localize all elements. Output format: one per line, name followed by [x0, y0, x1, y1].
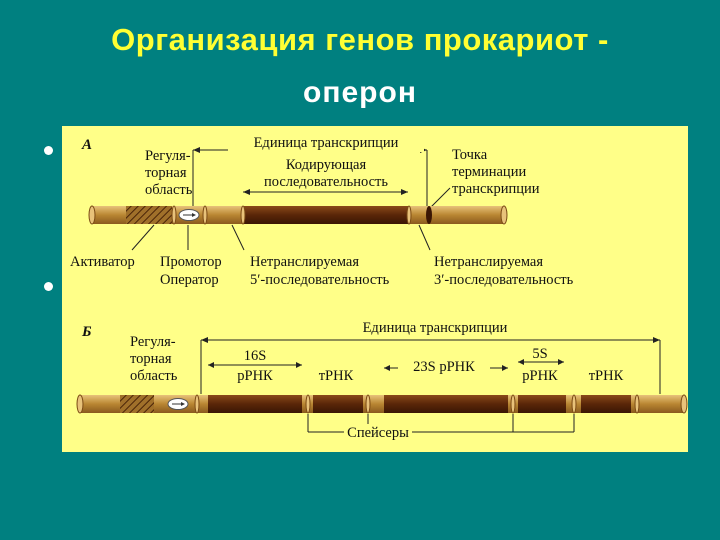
rrna-16s-label-2: рРНК	[237, 368, 273, 384]
regulatory-region-label-b2: торная	[130, 351, 172, 367]
regulatory-region-label-b1: Регуля-	[130, 334, 176, 350]
rrna-5s-label-1: 5S	[532, 346, 547, 362]
operon-diagram-b: Б Единица транскрипции Регуля- торная об…	[62, 296, 688, 452]
page-subtitle: оперон	[303, 76, 417, 109]
termination-label-3: транскрипции	[452, 181, 540, 197]
dna-strand-a	[88, 205, 508, 225]
termination-label-1: Точка	[452, 147, 488, 163]
operator-label: Оператор	[160, 272, 219, 288]
coding-sequence-label-2: последовательность	[264, 174, 388, 190]
regulatory-region-label-a3: область	[145, 182, 193, 198]
operon-diagram-a: А Единица транскрипции Кодирующая послед…	[62, 126, 688, 298]
termination-label-2: терминации	[452, 164, 526, 180]
spacers-label: Спейсеры	[347, 425, 409, 441]
rrna-23s-label: 23S рРНК	[413, 359, 475, 375]
untranslated-3-label-2: 3′-последовательность	[434, 272, 574, 288]
activator-label: Активатор	[70, 254, 135, 270]
regulatory-region-label-b3: область	[130, 368, 178, 384]
page-title: Организация генов прокариот -	[111, 22, 609, 57]
coding-sequence-label-1: Кодирующая	[286, 157, 367, 173]
transcription-unit-label-a: Единица транскрипции	[254, 135, 399, 151]
trna-label-2: тРНК	[589, 368, 624, 384]
operon-b-svg: Б Единица транскрипции Регуля- торная об…	[76, 318, 688, 441]
regulatory-region-label-a2: торная	[145, 165, 187, 181]
operon-a-svg: А Единица транскрипции Кодирующая послед…	[70, 134, 574, 288]
regulatory-region-label-a1: Регуля-	[145, 148, 191, 164]
transcription-unit-label-b: Единица транскрипции	[363, 320, 508, 336]
dna-strand-b	[76, 394, 688, 414]
untranslated-5-label-1: Нетранслируемая	[250, 254, 359, 270]
bullet-1	[44, 146, 53, 155]
untranslated-3-label-1: Нетранслируемая	[434, 254, 543, 270]
untranslated-5-label-2: 5′-последовательность	[250, 272, 390, 288]
panel-b-letter: Б	[81, 324, 92, 340]
bullet-2	[44, 282, 53, 291]
trna-label-1: тРНК	[319, 368, 354, 384]
rrna-5s-label-2: рРНК	[522, 368, 558, 384]
rrna-16s-label-1: 16S	[244, 348, 267, 364]
promoter-label: Промотор	[160, 254, 222, 270]
panel-a-letter: А	[81, 137, 92, 153]
